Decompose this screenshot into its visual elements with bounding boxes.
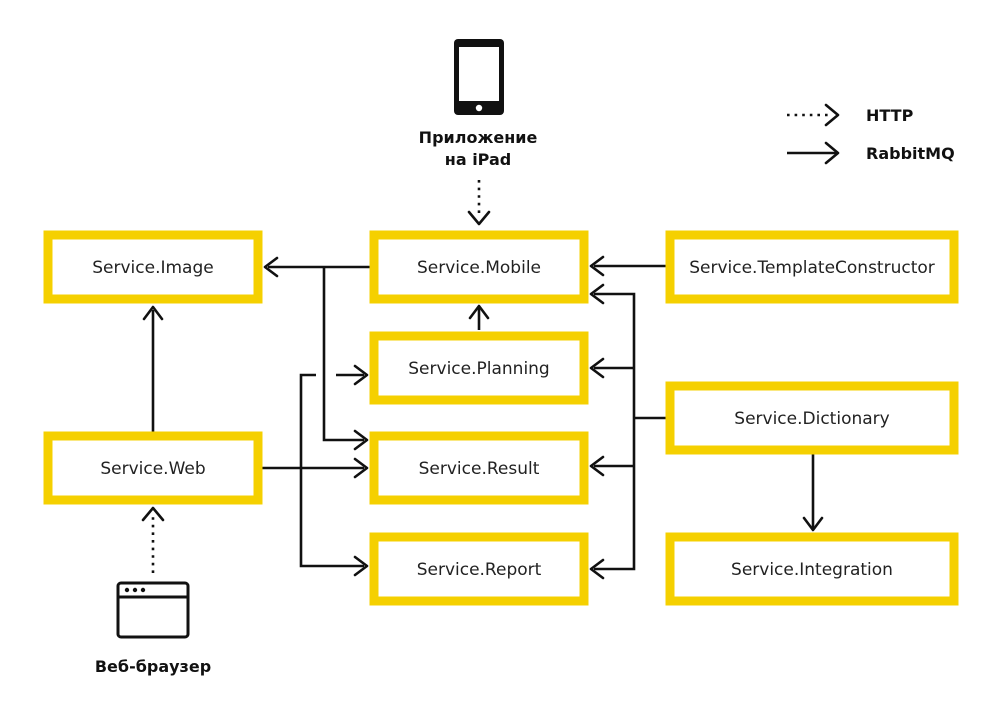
template-to-mobile-arrowhead	[589, 255, 605, 277]
web-bus-line	[299, 373, 364, 568]
connections	[142, 255, 824, 580]
bus-to-report-arrowhead	[353, 555, 369, 577]
service-web-label: Service.Web	[100, 459, 205, 479]
service-image-box: Service.Image	[43, 230, 263, 304]
browser-label: Веб-браузер	[95, 657, 211, 676]
legend-rabbitmq-label: RabbitMQ	[866, 144, 955, 163]
service-report-box: Service.Report	[369, 532, 589, 606]
service-template-constructor-label: Service.TemplateConstructor	[689, 258, 935, 278]
mobile-to-result-arrowhead	[353, 429, 369, 451]
service-planning-label: Service.Planning	[408, 359, 549, 379]
ipad-label-line2: на iPad	[445, 150, 511, 169]
dictionary-to-mobile-arrowhead	[589, 283, 605, 305]
service-planning-box: Service.Planning	[369, 331, 589, 405]
planning-to-mobile-arrowhead	[468, 304, 490, 320]
browser-window-icon	[116, 581, 190, 639]
browser-client: Веб-браузер	[95, 506, 211, 676]
legend: HTTP RabbitMQ	[787, 103, 955, 165]
dictionary-bus-line	[594, 292, 636, 571]
ipad-client: Приложение на iPad	[419, 39, 538, 226]
dictionary-to-report-arrowhead	[589, 558, 605, 580]
service-mobile-label: Service.Mobile	[417, 258, 541, 278]
service-result-label: Service.Result	[419, 459, 540, 479]
dictionary-to-integration-arrowhead	[802, 516, 824, 532]
service-report-label: Service.Report	[417, 560, 542, 580]
service-template-constructor-box: Service.TemplateConstructor	[665, 230, 959, 304]
service-integration-box: Service.Integration	[665, 532, 959, 606]
service-image-label: Service.Image	[92, 258, 213, 278]
service-result-box: Service.Result	[369, 431, 589, 505]
browser-http-arrowhead	[141, 506, 165, 522]
web-to-image-arrowhead	[142, 305, 164, 321]
web-to-result-arrowhead	[353, 457, 369, 479]
legend-http-label: HTTP	[866, 106, 914, 125]
ipad-label-line1: Приложение	[419, 128, 538, 147]
dictionary-to-result-arrowhead	[589, 455, 605, 477]
service-dictionary-label: Service.Dictionary	[734, 409, 889, 429]
legend-rabbitmq-arrowhead	[824, 141, 840, 165]
service-integration-label: Service.Integration	[731, 560, 893, 580]
ipad-http-arrowhead	[467, 210, 491, 226]
service-dictionary-box: Service.Dictionary	[665, 381, 959, 455]
legend-http-arrowhead	[824, 103, 840, 127]
service-mobile-box: Service.Mobile	[369, 230, 589, 304]
bus-to-planning-arrowhead	[353, 364, 369, 386]
mobile-to-image-arrowhead	[263, 256, 279, 278]
tablet-icon	[454, 39, 504, 115]
mobile-to-result-line	[322, 267, 364, 442]
dictionary-to-planning-arrowhead	[589, 357, 605, 379]
service-web-box: Service.Web	[43, 431, 263, 505]
